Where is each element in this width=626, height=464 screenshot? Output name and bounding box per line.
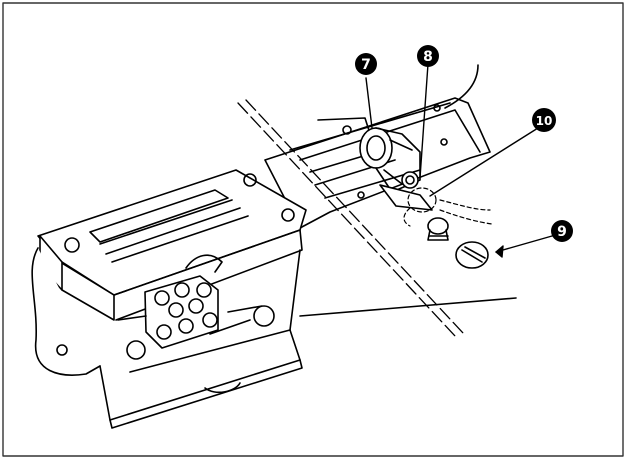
callout-7: 7 (355, 53, 377, 75)
diagram-border (2, 2, 624, 457)
lower-housing (31, 247, 517, 429)
callout-10: 10 (532, 108, 556, 132)
callout-8: 8 (417, 45, 439, 67)
hidden-detail (403, 187, 493, 227)
break-line (237, 99, 464, 337)
leader-lines (365, 63, 553, 258)
callout-8-label: 8 (423, 49, 433, 65)
callout-10-label: 10 (536, 114, 553, 128)
screw-9 (427, 217, 489, 269)
thread-line (444, 64, 479, 109)
callout-9: 9 (551, 220, 573, 242)
callout-9-label: 9 (557, 224, 567, 240)
callout-7-label: 7 (361, 57, 371, 73)
screw-block (117, 254, 275, 360)
hook-assembly (359, 127, 433, 211)
